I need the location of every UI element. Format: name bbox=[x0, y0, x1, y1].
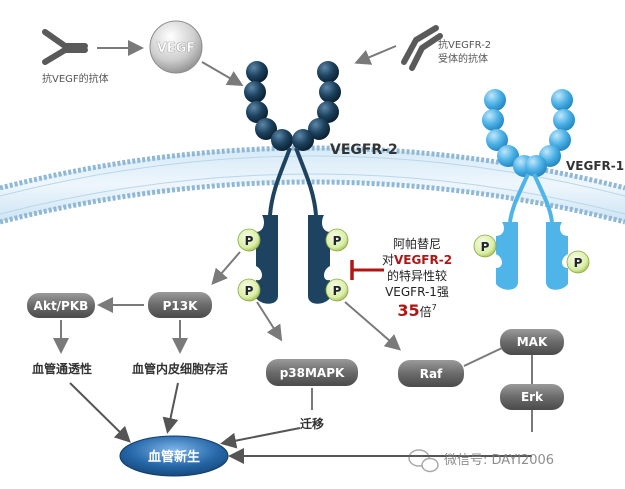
anti-vegfr2-antibody-icon bbox=[401, 25, 443, 71]
svg-text:MAK: MAK bbox=[517, 335, 548, 349]
vegf-ligand: VEGF bbox=[149, 20, 203, 74]
vegfr2-receptor bbox=[244, 61, 341, 304]
phospho-site-icon: P bbox=[473, 234, 497, 258]
vegfr2-kinase-right bbox=[308, 215, 330, 304]
watermark-text: 微信号: DAYI2006 bbox=[444, 453, 554, 468]
vegfr2-transmembrane bbox=[268, 147, 318, 216]
inhibition-marker bbox=[350, 260, 384, 280]
arrow-antibody-to-vegfr2 bbox=[354, 45, 397, 65]
phospho-site-icon: P bbox=[325, 228, 349, 252]
svg-text:P: P bbox=[333, 284, 342, 298]
phospho-site-icon: P bbox=[325, 278, 349, 302]
vegfr1-extracellular-domain bbox=[482, 89, 575, 177]
vegfr1-kinase-right bbox=[546, 222, 568, 290]
apatinib-note: 阿帕替尼 对VEGFR-2 的特异性较 VEGFR-1强 35倍7 bbox=[382, 236, 452, 320]
label-migration: 迁移 bbox=[300, 416, 324, 431]
svg-text:Raf: Raf bbox=[420, 367, 443, 381]
note-line1: 阿帕替尼 bbox=[393, 236, 441, 251]
svg-text:血管新生: 血管新生 bbox=[148, 449, 200, 465]
node-erk: Erk bbox=[500, 384, 564, 410]
vegfr1-phospho-sites: P P bbox=[473, 234, 590, 274]
label-permeability: 血管通透性 bbox=[32, 361, 92, 376]
wechat-icon bbox=[408, 449, 439, 473]
arrow-migration-to-angiogenesis bbox=[220, 427, 301, 449]
vegfr1-receptor bbox=[482, 89, 575, 290]
svg-text:Akt/PKB: Akt/PKB bbox=[34, 299, 89, 313]
node-mak: MAK bbox=[500, 329, 564, 355]
note-line2: 对VEGFR-2 bbox=[382, 253, 452, 267]
svg-text:P: P bbox=[481, 240, 490, 254]
svg-text:P: P bbox=[245, 284, 254, 298]
vegf-label: VEGF bbox=[157, 41, 196, 56]
svg-text:Erk: Erk bbox=[521, 390, 544, 404]
svg-text:P: P bbox=[574, 256, 583, 270]
vegfr1-transmembrane bbox=[508, 173, 554, 223]
vegfr2-phospho-sites: P P P P bbox=[237, 228, 349, 302]
vegfr1-kinase-left bbox=[496, 222, 518, 290]
phospho-site-icon: P bbox=[237, 228, 261, 252]
vegfr2-label: VEGFR-2 bbox=[330, 142, 398, 158]
phospho-site-icon: P bbox=[566, 250, 590, 274]
note-line5: 35倍7 bbox=[397, 301, 436, 320]
svg-text:p38MAPK: p38MAPK bbox=[280, 366, 345, 380]
arrow-vegf-to-receptor bbox=[201, 61, 244, 87]
anti-vegf-label: 抗VEGF的抗体 bbox=[42, 72, 109, 85]
svg-text:P13K: P13K bbox=[163, 299, 198, 313]
phospho-site-icon: P bbox=[237, 278, 261, 302]
svg-text:P: P bbox=[245, 234, 254, 248]
node-akt-pkb: Akt/PKB bbox=[27, 293, 95, 318]
node-angiogenesis: 血管新生 bbox=[119, 435, 229, 477]
vegfr1-label: VEGFR-1 bbox=[566, 159, 624, 173]
anti-vegf-antibody-icon bbox=[42, 29, 88, 65]
arrow-permeability-to-angiogenesis bbox=[69, 382, 131, 443]
anti-vegfr2-label-line1: 抗VEGFR-2 bbox=[438, 38, 491, 51]
anti-vegfr2-label-line2: 受体的抗体 bbox=[438, 52, 488, 65]
wechat-watermark: 微信号: DAYI2006 bbox=[408, 449, 554, 473]
note-line4: VEGFR-1强 bbox=[385, 285, 449, 299]
arrow-p-to-p38mapk bbox=[256, 301, 283, 342]
label-survival: 血管内皮细胞存活 bbox=[132, 361, 228, 376]
vegfr2-kinase-left bbox=[256, 215, 278, 304]
arrow-p-to-raf bbox=[344, 301, 402, 351]
node-p13k: P13K bbox=[148, 292, 212, 318]
vegfr2-extracellular-domain bbox=[244, 61, 341, 151]
arrow-survival-to-angiogenesis bbox=[162, 382, 179, 434]
arrow-p-to-p13k bbox=[211, 251, 241, 286]
note-line3: 的特异性较 bbox=[387, 268, 447, 283]
cell-membrane bbox=[0, 145, 625, 225]
node-p38mapk: p38MAPK bbox=[266, 359, 358, 386]
svg-text:P: P bbox=[333, 234, 342, 248]
node-raf: Raf bbox=[398, 360, 464, 387]
connector-raf-mak bbox=[463, 347, 503, 367]
